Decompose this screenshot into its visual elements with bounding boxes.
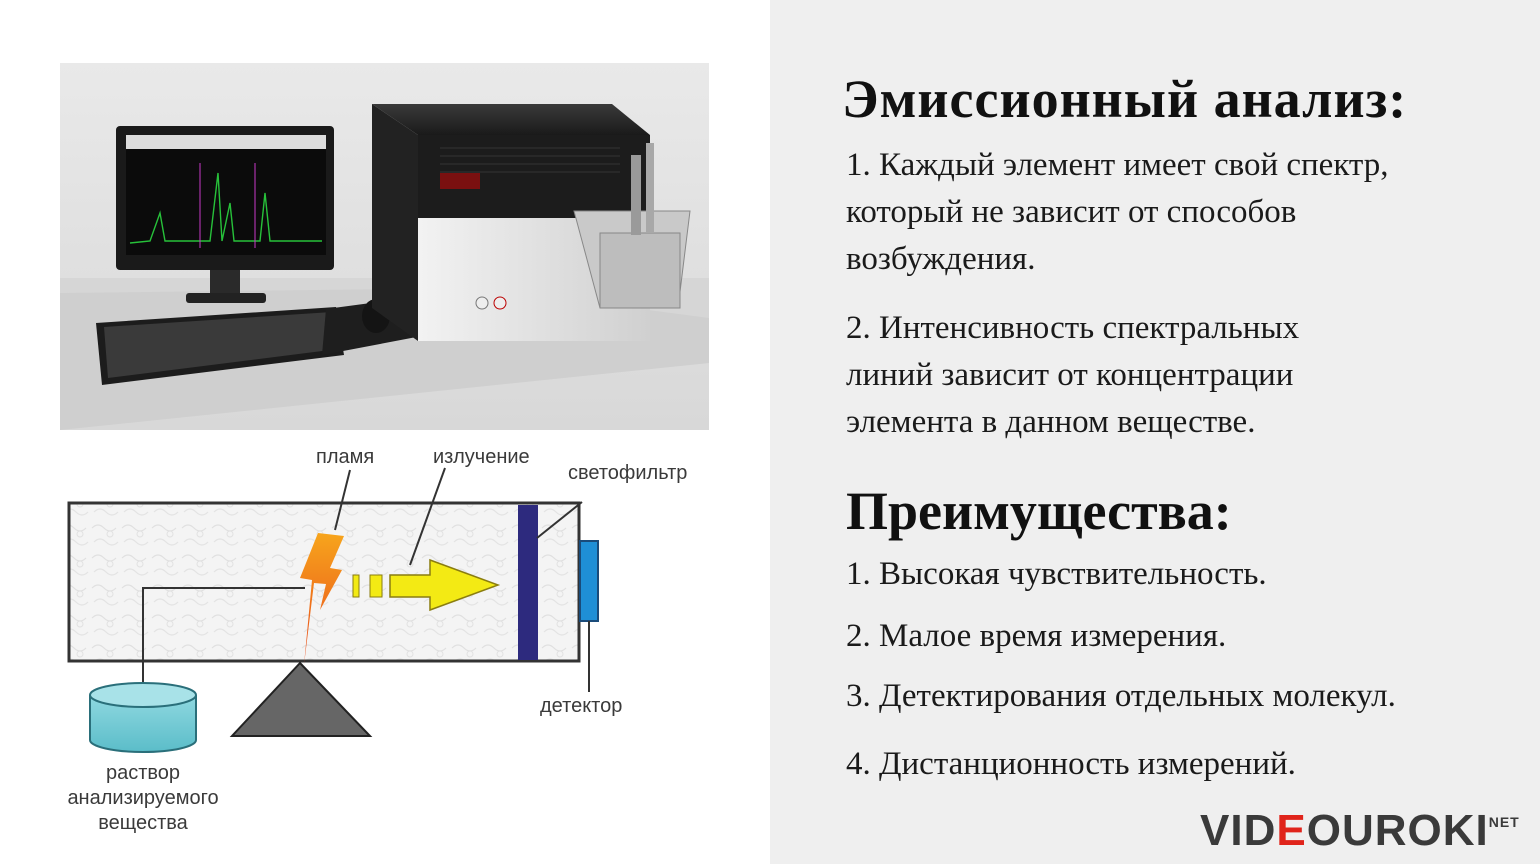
beaker-icon [89, 682, 197, 753]
label-radiation: излучение [433, 446, 530, 468]
label-solution-3: вещества [98, 812, 188, 834]
logo-net: NET [1488, 814, 1520, 830]
radiation-arrow-icon [389, 558, 501, 612]
spectrometer-photo [60, 63, 709, 430]
logo-o: E [1276, 806, 1307, 855]
principle-1-line-1: 1. Каждый элемент имеет свой спектр, [846, 147, 1389, 183]
principle-1-line-2: который не зависит от способов [846, 194, 1297, 230]
advantage-item: 4. Дистанционность измерений. [846, 746, 1296, 782]
label-detector: детектор [540, 695, 622, 717]
advantage-item: 3. Детектирования отдельных молекул. [846, 678, 1396, 714]
flame-icon [300, 533, 344, 665]
principle-1-line-3: возбуждения. [846, 241, 1036, 277]
principle-2-line-3: элемента в данном веществе. [846, 404, 1256, 440]
label-flame: пламя [316, 446, 374, 468]
label-filter: светофильтр [568, 462, 687, 484]
principle-2: 2. Интенсивность спектральных линий зави… [846, 305, 1299, 446]
right-panel [770, 0, 1540, 864]
flame-photometer-diagram: пламя излучение светофильтр детектор рас… [67, 446, 687, 834]
logo-post: OUROKI [1306, 806, 1489, 855]
advantage-item: 2. Малое время измерения. [846, 618, 1227, 654]
label-solution-1: раствор [106, 762, 180, 784]
slide-title: Эмиссионный анализ: [842, 69, 1408, 129]
logo-pre: VID [1200, 806, 1277, 855]
principle-2-line-1: 2. Интенсивность спектральных [846, 310, 1300, 346]
left-panel: пламя излучение светофильтр детектор рас… [60, 63, 709, 834]
advantages-title: Преимущества: [846, 481, 1232, 541]
burner-icon [229, 661, 373, 737]
principle-1: 1. Каждый элемент имеет свой спектр, кот… [846, 142, 1389, 283]
filter-bar [518, 505, 538, 660]
detector-block [579, 540, 599, 622]
principle-2-line-2: линий зависит от концентрации [846, 357, 1294, 393]
videouroki-logo: VIDEOUROKINET [1200, 806, 1520, 856]
label-solution-2: анализируемого [67, 787, 218, 809]
advantage-item: 1. Высокая чувствительность. [846, 556, 1267, 592]
